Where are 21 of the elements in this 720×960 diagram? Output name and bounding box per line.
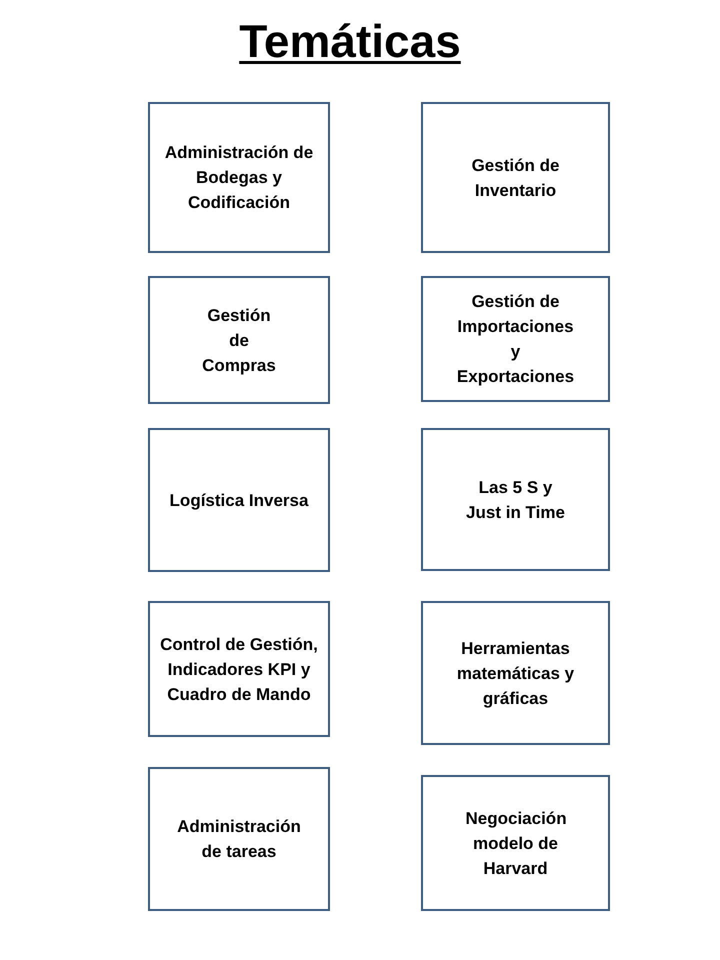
topic-box (148, 428, 330, 572)
topic-label: Gestión de Inventario (470, 154, 560, 202)
topic-box (421, 102, 610, 253)
topic-label: Logística Inversa (170, 490, 308, 512)
topic-label: Administración de Bodegas y Codificación (164, 142, 314, 214)
topic-box (148, 276, 330, 404)
topic-box (421, 276, 610, 402)
title: Temáticas (238, 14, 462, 68)
topic-label: Gestión de Importaciones y Exportaciones (456, 291, 576, 388)
topic-box (421, 428, 610, 571)
topic-label: Negociación modelo de Harvard (466, 808, 566, 880)
topic-box (421, 775, 610, 911)
topic-label: Administración de tareas (176, 816, 302, 863)
topic-label: Herramientas matemáticas y gráficas (456, 638, 576, 710)
topic-label: Control de Gestión, Indicadores KPI y Cuadro de Mando (159, 634, 319, 706)
topic-box (148, 601, 330, 737)
topic-box (148, 102, 330, 253)
topic-box (148, 767, 330, 911)
topic-box (421, 601, 610, 745)
topic-label: Gestión de Compras (201, 304, 277, 376)
topic-label: Las 5 S y Just in Time (466, 476, 566, 524)
